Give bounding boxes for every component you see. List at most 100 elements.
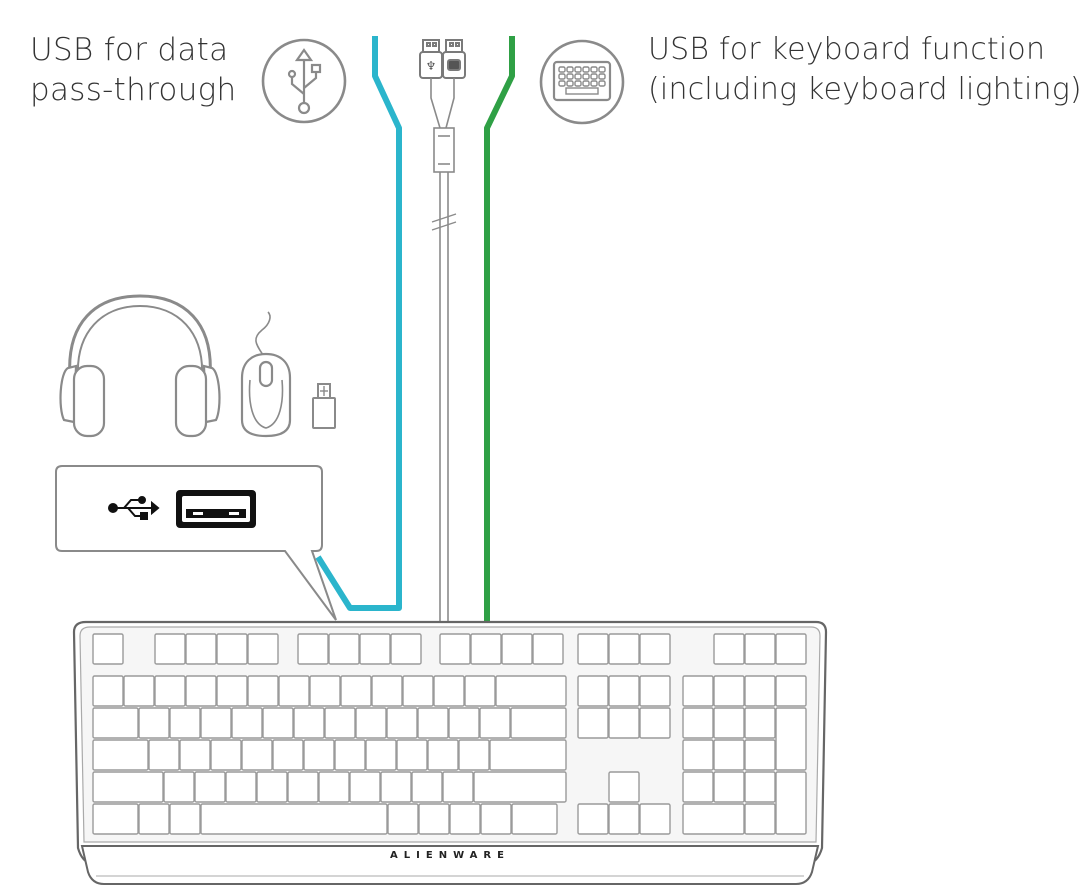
keyboard-key	[418, 803, 450, 835]
keyboard-key	[577, 803, 609, 835]
keyboard-key	[92, 739, 149, 771]
keyboard-key	[682, 739, 714, 771]
keyboard-key	[200, 707, 232, 739]
keyboard-key	[303, 739, 335, 771]
keyboard-key	[138, 803, 170, 835]
keyboard-key	[297, 633, 329, 665]
keyboard-icon-key	[598, 73, 606, 80]
keyboard-icon-key	[598, 80, 606, 87]
keyboard-key	[355, 707, 387, 739]
keyboard-key	[216, 633, 248, 665]
keyboard-key	[380, 771, 412, 803]
usb-port-callout	[55, 465, 337, 621]
keyboard-key	[713, 633, 745, 665]
keyboard-key	[371, 675, 403, 707]
keyboard-key	[123, 675, 155, 707]
keyboard-key	[449, 803, 481, 835]
keyboard-icon-key	[590, 80, 598, 87]
keyboard-key	[194, 771, 226, 803]
headphones-icon	[59, 294, 221, 438]
keyboard-icon-key	[558, 80, 566, 87]
keyboard-key	[744, 803, 776, 835]
keyboard-key	[92, 771, 164, 803]
keyboard-key	[639, 803, 671, 835]
keyboard-icon-key	[582, 80, 590, 87]
passthrough-cable	[315, 36, 402, 611]
keyboard-key	[473, 771, 567, 803]
keyboard-key	[427, 739, 459, 771]
data-passthrough-label: USB for data pass-through	[30, 30, 237, 110]
keyboard-key	[682, 803, 745, 835]
keyboard-key	[442, 771, 474, 803]
keyboard-key	[744, 739, 776, 771]
keyboard-cable	[484, 36, 515, 622]
keyboard-key	[608, 633, 640, 665]
keyboard-key	[608, 675, 640, 707]
keyboard-key	[511, 803, 558, 835]
keyboard-key	[262, 707, 294, 739]
keyboard-key	[247, 633, 279, 665]
keyboard-key	[577, 707, 609, 739]
keyboard-key	[324, 707, 356, 739]
keyboard-key	[775, 707, 807, 771]
keyboard-key	[480, 803, 512, 835]
keyboard-key	[682, 675, 714, 707]
keyboard-key	[256, 771, 288, 803]
usb-plug-pair: ♆	[419, 39, 466, 79]
keyboard-key	[169, 707, 201, 739]
keyboard-icon-key	[582, 66, 590, 73]
keyboard-key	[387, 803, 419, 835]
keyboard-key	[464, 675, 496, 707]
keyboard-key	[448, 707, 480, 739]
keyboard-key	[713, 675, 745, 707]
keyboard-key	[402, 675, 434, 707]
keyboard-icon-key	[590, 73, 598, 80]
keyboard-key	[92, 707, 139, 739]
keyboard-key	[713, 707, 745, 739]
keyboard-key	[577, 633, 609, 665]
keyboard-key	[349, 771, 381, 803]
keyboard-icon-key	[566, 80, 574, 87]
keyboard-key	[608, 707, 640, 739]
keyboard-key	[365, 739, 397, 771]
keyboard-key	[411, 771, 443, 803]
keyboard-key	[154, 633, 186, 665]
keyboard-key	[639, 675, 671, 707]
keyboard-key	[458, 739, 490, 771]
keyboard-key	[682, 707, 714, 739]
keyboard-key	[532, 633, 564, 665]
keyboard-key	[92, 803, 139, 835]
keyboard-key	[92, 633, 124, 665]
keyboard-key	[510, 707, 567, 739]
keyboard-key	[185, 633, 217, 665]
keyboard-icon	[539, 39, 625, 125]
keyboard	[72, 620, 828, 885]
keyboard-icon-key	[566, 73, 574, 80]
usb-flash-drive-icon	[312, 383, 336, 429]
keyboard-key	[231, 707, 263, 739]
keyboard-key	[272, 739, 304, 771]
keyboard-key	[439, 633, 471, 665]
usb-data-icon	[261, 38, 347, 124]
keyboard-key	[210, 739, 242, 771]
keyboard-key	[713, 771, 745, 803]
keyboard-key	[489, 739, 567, 771]
keyboard-key	[200, 803, 388, 835]
keyboard-key	[479, 707, 511, 739]
keyboard-key	[138, 707, 170, 739]
keyboard-key	[713, 739, 745, 771]
keyboard-key	[775, 675, 807, 707]
mouse-icon	[240, 311, 292, 438]
keyboard-key	[163, 771, 195, 803]
keyboard-icon-key	[590, 66, 598, 73]
keyboard-key	[328, 633, 360, 665]
svg-text:♆: ♆	[426, 59, 437, 73]
keyboard-key	[396, 739, 428, 771]
keyboard-key	[309, 675, 341, 707]
keyboard-key	[92, 675, 124, 707]
keyboard-icon-key	[574, 66, 582, 73]
keyboard-key	[179, 739, 211, 771]
keyboard-key	[470, 633, 502, 665]
